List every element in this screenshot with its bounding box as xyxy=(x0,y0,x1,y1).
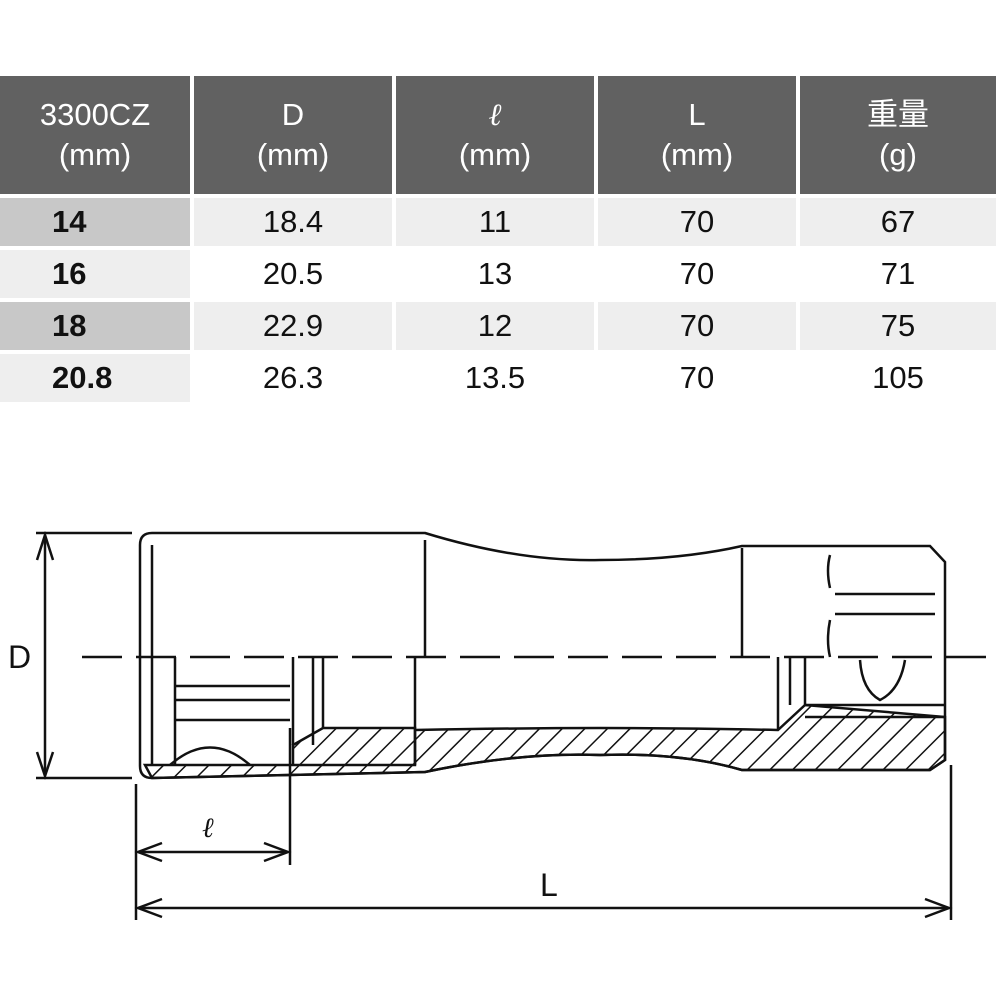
table-row: 14 18.4 11 70 67 xyxy=(0,198,1000,246)
table-row: 20.8 26.3 13.5 70 105 xyxy=(0,354,1000,402)
cell-depth: 11 xyxy=(396,198,594,246)
header-unit: (mm) xyxy=(660,137,734,172)
socket-cross-section-diagram: D ℓ L xyxy=(0,515,1000,935)
cell-length: 70 xyxy=(598,302,796,350)
header-depth: ℓ (mm) xyxy=(396,76,594,194)
header-unit: (mm) xyxy=(256,137,330,172)
cell-length: 70 xyxy=(598,198,796,246)
header-unit: (mm) xyxy=(58,137,132,172)
cell-size: 16 xyxy=(0,250,190,298)
header-unit: (mm) xyxy=(458,137,532,172)
header-label: D xyxy=(281,97,305,132)
header-length: L (mm) xyxy=(598,76,796,194)
cell-length: 70 xyxy=(598,250,796,298)
spec-table: 3300CZ (mm) D (mm) ℓ (mm) L (mm) 重量 (g) … xyxy=(0,76,1000,402)
header-weight: 重量 (g) xyxy=(800,76,996,194)
header-label: L xyxy=(688,97,706,132)
cell-weight: 105 xyxy=(800,354,996,402)
cell-size: 14 xyxy=(0,198,190,246)
cell-depth: 13 xyxy=(396,250,594,298)
header-label: ℓ xyxy=(488,97,502,133)
cell-diameter: 18.4 xyxy=(194,198,392,246)
cell-size: 20.8 xyxy=(0,354,190,402)
cell-diameter: 26.3 xyxy=(194,354,392,402)
cell-length: 70 xyxy=(598,354,796,402)
header-size: 3300CZ (mm) xyxy=(0,76,190,194)
cell-depth: 13.5 xyxy=(396,354,594,402)
table-row: 18 22.9 12 70 75 xyxy=(0,302,1000,350)
cell-weight: 67 xyxy=(800,198,996,246)
table-row: 16 20.5 13 70 71 xyxy=(0,250,1000,298)
socket-drawing xyxy=(35,530,1000,920)
cell-weight: 75 xyxy=(800,302,996,350)
header-unit: (g) xyxy=(879,137,917,172)
header-diameter: D (mm) xyxy=(194,76,392,194)
label-socket-depth: ℓ xyxy=(202,811,214,844)
cell-size: 18 xyxy=(0,302,190,350)
label-length: L xyxy=(540,867,558,903)
table-header-row: 3300CZ (mm) D (mm) ℓ (mm) L (mm) 重量 (g) xyxy=(0,76,1000,194)
cell-diameter: 20.5 xyxy=(194,250,392,298)
cell-weight: 71 xyxy=(800,250,996,298)
label-diameter: D xyxy=(8,639,32,675)
header-label: 重量 xyxy=(867,97,929,132)
cell-diameter: 22.9 xyxy=(194,302,392,350)
header-label: 3300CZ xyxy=(39,97,151,132)
cell-depth: 12 xyxy=(396,302,594,350)
